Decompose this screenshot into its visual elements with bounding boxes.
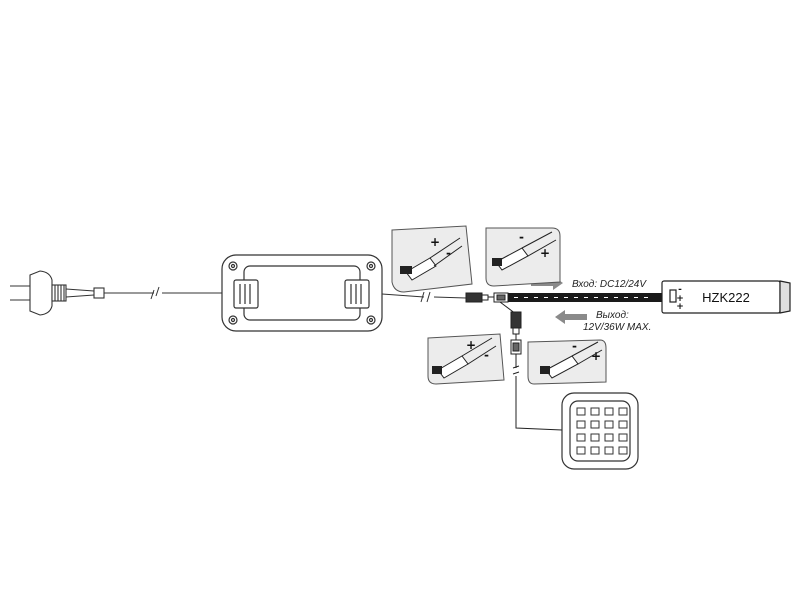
switch-plus-sign-2: + <box>676 302 684 312</box>
callout-1-plus: + <box>430 235 440 249</box>
branch-cable <box>499 301 563 431</box>
switch-minus-sign: - <box>678 285 682 295</box>
mains-plug <box>10 270 105 316</box>
callout-4-minus: - <box>572 339 577 353</box>
sensor-switch <box>661 280 791 314</box>
callout-connector-4 <box>527 339 607 385</box>
led-spot-light <box>561 392 639 470</box>
led-strip <box>508 293 662 302</box>
mains-cable <box>104 286 224 300</box>
callout-2-minus: - <box>519 230 524 244</box>
switch-plus-sign: + <box>676 294 684 304</box>
callout-1-minus: - <box>446 246 451 260</box>
callout-connector-3 <box>427 333 505 385</box>
callout-2-plus: + <box>540 246 550 260</box>
dc-cable <box>381 291 467 303</box>
output-arrow <box>555 310 587 324</box>
callout-connector-1 <box>391 225 473 293</box>
mini-connector <box>465 292 509 303</box>
callout-3-minus: - <box>484 348 489 362</box>
model-label: HZK222 <box>702 290 750 305</box>
callout-connector-2 <box>485 227 561 287</box>
output-label-line2: 12V/36W MAX. <box>583 322 651 333</box>
callout-4-plus: + <box>591 349 601 363</box>
output-label-line1: Выход: <box>596 310 629 321</box>
power-supply <box>221 254 383 332</box>
input-label: Вход: DC12/24V <box>572 279 647 290</box>
callout-3-plus: + <box>466 338 476 352</box>
